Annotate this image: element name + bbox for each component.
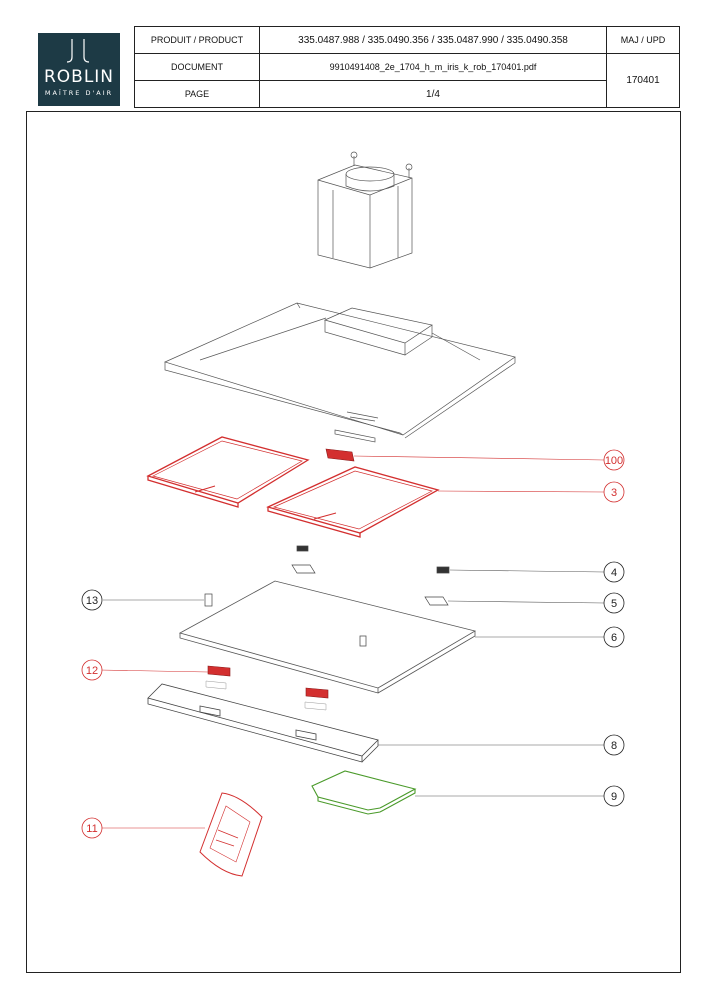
callout-12: 12 bbox=[81, 659, 103, 681]
svg-text:12: 12 bbox=[86, 665, 98, 677]
control-panel-part bbox=[147, 683, 379, 763]
part-100 bbox=[325, 448, 355, 462]
update-value: 170401 bbox=[606, 53, 680, 108]
svg-text:11: 11 bbox=[86, 823, 97, 835]
logo-tagline: MAÎTRE D'AIR bbox=[44, 89, 114, 97]
svg-text:9: 9 bbox=[611, 791, 617, 803]
chimney-part bbox=[317, 151, 413, 269]
callout-5: 5 bbox=[603, 592, 625, 614]
svg-text:5: 5 bbox=[611, 598, 617, 610]
charcoal-filter-part bbox=[311, 770, 417, 815]
callout-8: 8 bbox=[603, 734, 625, 756]
brand-logo: ROBLIN MAÎTRE D'AIR bbox=[38, 33, 120, 106]
part-13 bbox=[204, 593, 213, 607]
svg-text:13: 13 bbox=[86, 595, 98, 607]
clip-parts bbox=[291, 545, 450, 606]
drawing-frame bbox=[26, 111, 681, 973]
part-12 bbox=[205, 665, 329, 711]
svg-text:4: 4 bbox=[611, 567, 617, 579]
svg-text:3: 3 bbox=[611, 487, 617, 499]
callout-4: 4 bbox=[603, 561, 625, 583]
callout-9: 9 bbox=[603, 785, 625, 807]
callout-13: 13 bbox=[81, 589, 103, 611]
grease-filters-part bbox=[146, 436, 440, 538]
hood-body-part bbox=[164, 302, 516, 443]
callout-6: 6 bbox=[603, 626, 625, 648]
callout-3: 3 bbox=[603, 481, 625, 503]
product-label: PRODUIT / PRODUCT bbox=[134, 26, 260, 54]
page-label: PAGE bbox=[134, 80, 260, 108]
parts-bag-part bbox=[199, 792, 263, 877]
page-value: 1/4 bbox=[259, 80, 607, 108]
leader-lines bbox=[99, 455, 605, 829]
svg-text:8: 8 bbox=[611, 740, 617, 752]
base-plate-part bbox=[178, 580, 477, 694]
svg-text:6: 6 bbox=[611, 632, 617, 644]
logo-mark-icon bbox=[66, 39, 90, 63]
logo-name: ROBLIN bbox=[43, 67, 115, 87]
callout-11: 11 bbox=[81, 817, 103, 839]
callout-100: 100 bbox=[603, 449, 625, 471]
update-label: MAJ / UPD bbox=[606, 26, 680, 54]
svg-text:100: 100 bbox=[605, 455, 623, 467]
header-table: PRODUIT / PRODUCT 335.0487.988 / 335.049… bbox=[134, 26, 680, 108]
